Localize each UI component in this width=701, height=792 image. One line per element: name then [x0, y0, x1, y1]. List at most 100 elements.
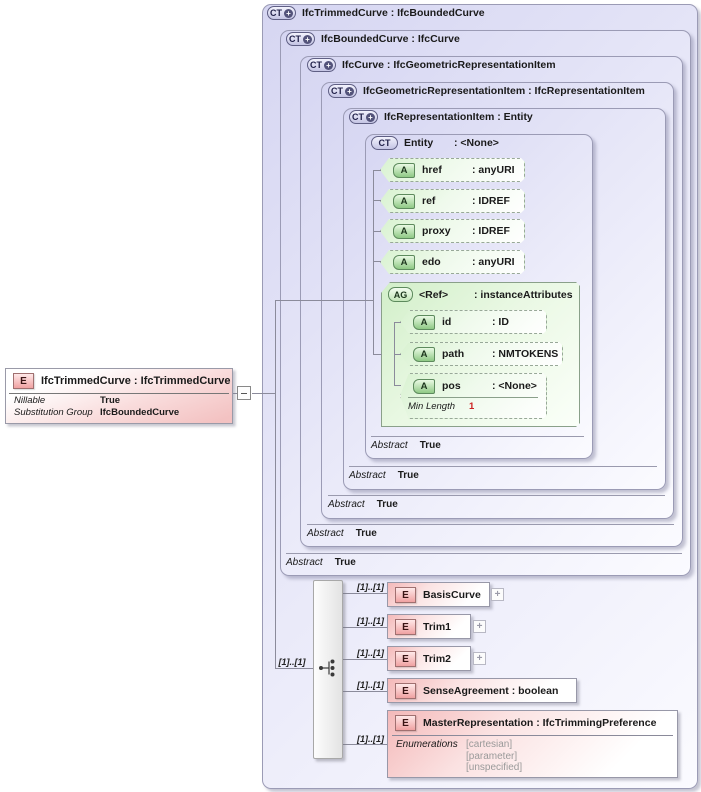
property-value: True: [100, 395, 121, 406]
header-title: IfcCurve : IfcGeometricRepresentationIte…: [342, 59, 556, 71]
cardinality-label: [1]..[1]: [357, 582, 384, 592]
abstract-label: Abstract: [328, 499, 365, 510]
expand-button[interactable]: +: [491, 588, 504, 601]
attribute-box-pos[interactable]: A pos : <None>: [400, 373, 547, 419]
attribute-name: id: [442, 316, 452, 328]
property-name: Substitution Group: [14, 407, 93, 418]
entity-name: Entity: [404, 137, 434, 149]
header-title: IfcGeometricRepresentationItem : IfcRepr…: [363, 85, 645, 97]
element-box-ifctrimmedcurve-global[interactable]: E IfcTrimmedCurve : IfcTrimmedCurve Nill…: [5, 368, 233, 424]
cardinality-label: [1]..[1]: [357, 648, 384, 658]
cardinality-label: [1]..[1]: [357, 680, 384, 690]
complextype-icon[interactable]: CT+: [267, 6, 296, 20]
header-title: IfcRepresentationItem : Entity: [384, 111, 533, 123]
attribute-box-ref[interactable]: A ref : IDREF: [380, 189, 525, 213]
divider: [9, 393, 229, 394]
facet-min-length: Min Length 1: [408, 397, 538, 412]
expand-icon[interactable]: +: [324, 60, 333, 70]
expand-icon[interactable]: +: [345, 86, 354, 96]
attribute-type: : ID: [492, 316, 509, 328]
element-icon: E: [395, 619, 416, 635]
connector-line: [341, 627, 387, 628]
header-ifccurve: CT+ IfcCurve : IfcGeometricRepresentatio…: [307, 58, 556, 72]
complextype-icon[interactable]: CT+: [328, 84, 357, 98]
attribute-box-edo[interactable]: A edo : anyURI: [380, 250, 525, 274]
cardinality-label: [1]..[1]: [278, 657, 306, 667]
abstract-label: Abstract: [371, 440, 408, 451]
sequence-bar[interactable]: [313, 580, 343, 759]
element-title: Trim1: [423, 621, 452, 633]
connector-line: [275, 300, 373, 301]
enumerations-label: Enumerations: [396, 739, 458, 750]
cardinality-label: [1]..[1]: [357, 616, 384, 626]
enumeration-value: [cartesian]: [466, 739, 513, 750]
sequence-icon: [319, 659, 335, 677]
complextype-icon[interactable]: CT: [371, 136, 398, 150]
connector-line: [252, 393, 275, 394]
header-ifcgeometricrepresentationitem: CT+ IfcGeometricRepresentationItem : Ifc…: [328, 84, 645, 98]
attribute-group-type: : instanceAttributes: [474, 288, 573, 301]
property-row: Substitution Group IfcBoundedCurve: [6, 406, 232, 418]
enumeration-value: [unspecified]: [466, 762, 523, 773]
expand-icon[interactable]: +: [303, 34, 312, 44]
expand-icon[interactable]: +: [284, 8, 293, 18]
attribute-type: : <None>: [492, 380, 537, 392]
attribute-group-icon: AG: [388, 287, 413, 302]
complextype-icon[interactable]: CT+: [349, 110, 378, 124]
abstract-value: True: [355, 528, 377, 539]
connector-line: [341, 691, 387, 692]
connector-line: [275, 300, 276, 668]
header-ifcboundedcurve: CT+ IfcBoundedCurve : IfcCurve: [286, 32, 460, 46]
attribute-icon: A: [413, 379, 435, 394]
facet-label: Min Length: [408, 401, 456, 412]
abstract-value: True: [334, 557, 356, 568]
attribute-name: pos: [442, 380, 461, 392]
element-box-trim1[interactable]: E Trim1: [387, 614, 471, 639]
element-box-basiscurve[interactable]: E BasisCurve: [387, 582, 490, 607]
header-title: IfcTrimmedCurve : IfcBoundedCurve: [302, 7, 485, 19]
abstract-row-ifcgeometricrepresentationitem: Abstract True: [328, 495, 665, 510]
element-title: MasterRepresentation : IfcTrimmingPrefer…: [423, 717, 657, 729]
expand-button[interactable]: +: [473, 652, 486, 665]
abstract-row-ifcrepresentationitem: Abstract True: [349, 466, 657, 481]
element-icon: E: [395, 587, 416, 603]
attribute-box-href[interactable]: A href : anyURI: [380, 158, 525, 182]
connector-line: [394, 322, 401, 323]
attribute-type: : anyURI: [472, 164, 515, 176]
element-icon: E: [395, 651, 416, 667]
cardinality-label: [1]..[1]: [357, 734, 384, 744]
attribute-icon: A: [393, 255, 415, 270]
expand-button[interactable]: +: [473, 620, 486, 633]
element-title: SenseAgreement : boolean: [423, 685, 559, 697]
attribute-icon: A: [413, 315, 435, 330]
collapse-handle[interactable]: [237, 386, 251, 400]
attribute-icon: A: [393, 224, 415, 239]
attribute-box-proxy[interactable]: A proxy : IDREF: [380, 219, 525, 243]
element-box-senseagreement[interactable]: E SenseAgreement : boolean: [387, 678, 577, 703]
connector-line: [373, 200, 381, 201]
abstract-value: True: [376, 499, 398, 510]
attribute-name: path: [442, 348, 465, 360]
element-box-trim2[interactable]: E Trim2: [387, 646, 471, 671]
abstract-row-entity: Abstract True: [371, 436, 584, 451]
connector-line: [394, 385, 401, 386]
attribute-name: proxy: [422, 225, 451, 237]
facet-value: 1: [469, 401, 475, 412]
attribute-icon: A: [413, 347, 435, 362]
property-value: IfcBoundedCurve: [100, 407, 180, 418]
attribute-name: edo: [422, 256, 441, 268]
expand-icon[interactable]: +: [366, 112, 375, 122]
element-box-masterrepresentation[interactable]: E MasterRepresentation : IfcTrimmingPref…: [387, 710, 678, 778]
attribute-box-id[interactable]: A id : ID: [400, 310, 547, 334]
complextype-icon[interactable]: CT+: [307, 58, 336, 72]
complextype-icon[interactable]: CT+: [286, 32, 315, 46]
connector-line: [373, 231, 381, 232]
abstract-row-ifccurve: Abstract True: [307, 524, 674, 539]
connector-line: [373, 354, 382, 355]
connector-line: [373, 261, 381, 262]
abstract-label: Abstract: [349, 470, 386, 481]
attribute-box-path[interactable]: A path : NMTOKENS: [400, 342, 563, 366]
attribute-group-header: AG <Ref> : instanceAttributes: [388, 287, 573, 302]
element-icon: E: [13, 373, 34, 389]
